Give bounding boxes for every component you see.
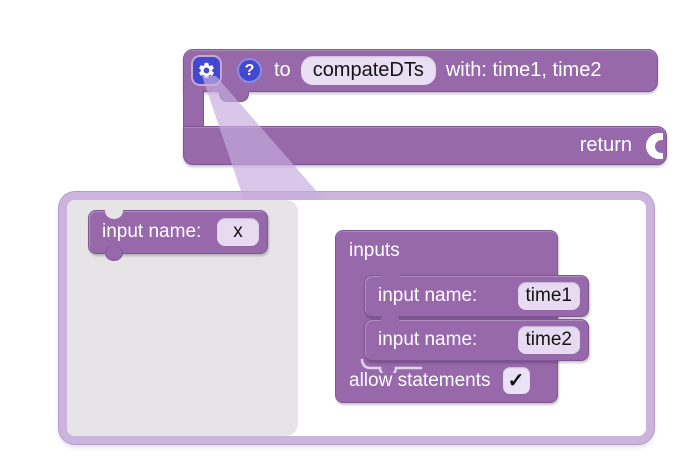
params-label: with: time1, time2 — [445, 59, 602, 81]
input-name-field[interactable]: time2 — [517, 326, 580, 354]
bottom-bump — [105, 245, 123, 261]
inputs-container-block[interactable]: inputs input name: time1 input name: tim… — [335, 230, 589, 403]
input-name-field[interactable]: x — [217, 218, 259, 246]
help-button[interactable]: ? — [237, 58, 262, 83]
top-notch — [105, 203, 123, 219]
flyout-input-name-block[interactable]: input name: x — [88, 203, 268, 261]
input-name-label: input name: — [378, 329, 478, 350]
block-left-spine — [183, 90, 204, 128]
input-name-block-time1[interactable]: input name: time1 — [364, 268, 589, 317]
allow-statements-checkbox[interactable]: ✓ — [502, 367, 530, 394]
input-name-block-time2[interactable]: input name: time2 — [364, 312, 589, 361]
top-notch — [381, 312, 399, 328]
checkmark-icon: ✓ — [507, 369, 525, 392]
input-name-label: input name: — [102, 221, 202, 242]
allow-statements-label: allow statements — [349, 369, 491, 391]
top-notch — [381, 268, 399, 284]
input-name-label: input name: — [378, 285, 478, 306]
inputs-title: inputs — [349, 240, 400, 261]
allow-statements-row: allow statements ✓ — [349, 367, 530, 394]
gear-icon — [197, 61, 216, 80]
to-label: to — [274, 59, 291, 81]
mutator-workspace: input name: x inputs input name: time1 i… — [67, 200, 646, 436]
statement-slot-end — [360, 359, 422, 373]
input-name-field[interactable]: time1 — [517, 282, 580, 310]
procedure-block-header[interactable]: ? to compateDTs with: time1, time2 — [183, 49, 658, 92]
help-icon: ? — [244, 61, 255, 79]
procedure-name-field[interactable]: compateDTs — [300, 56, 436, 85]
mutator-dialog: input name: x inputs input name: time1 i… — [59, 192, 654, 444]
value-socket-tab — [655, 140, 666, 153]
return-label: return — [579, 134, 632, 156]
